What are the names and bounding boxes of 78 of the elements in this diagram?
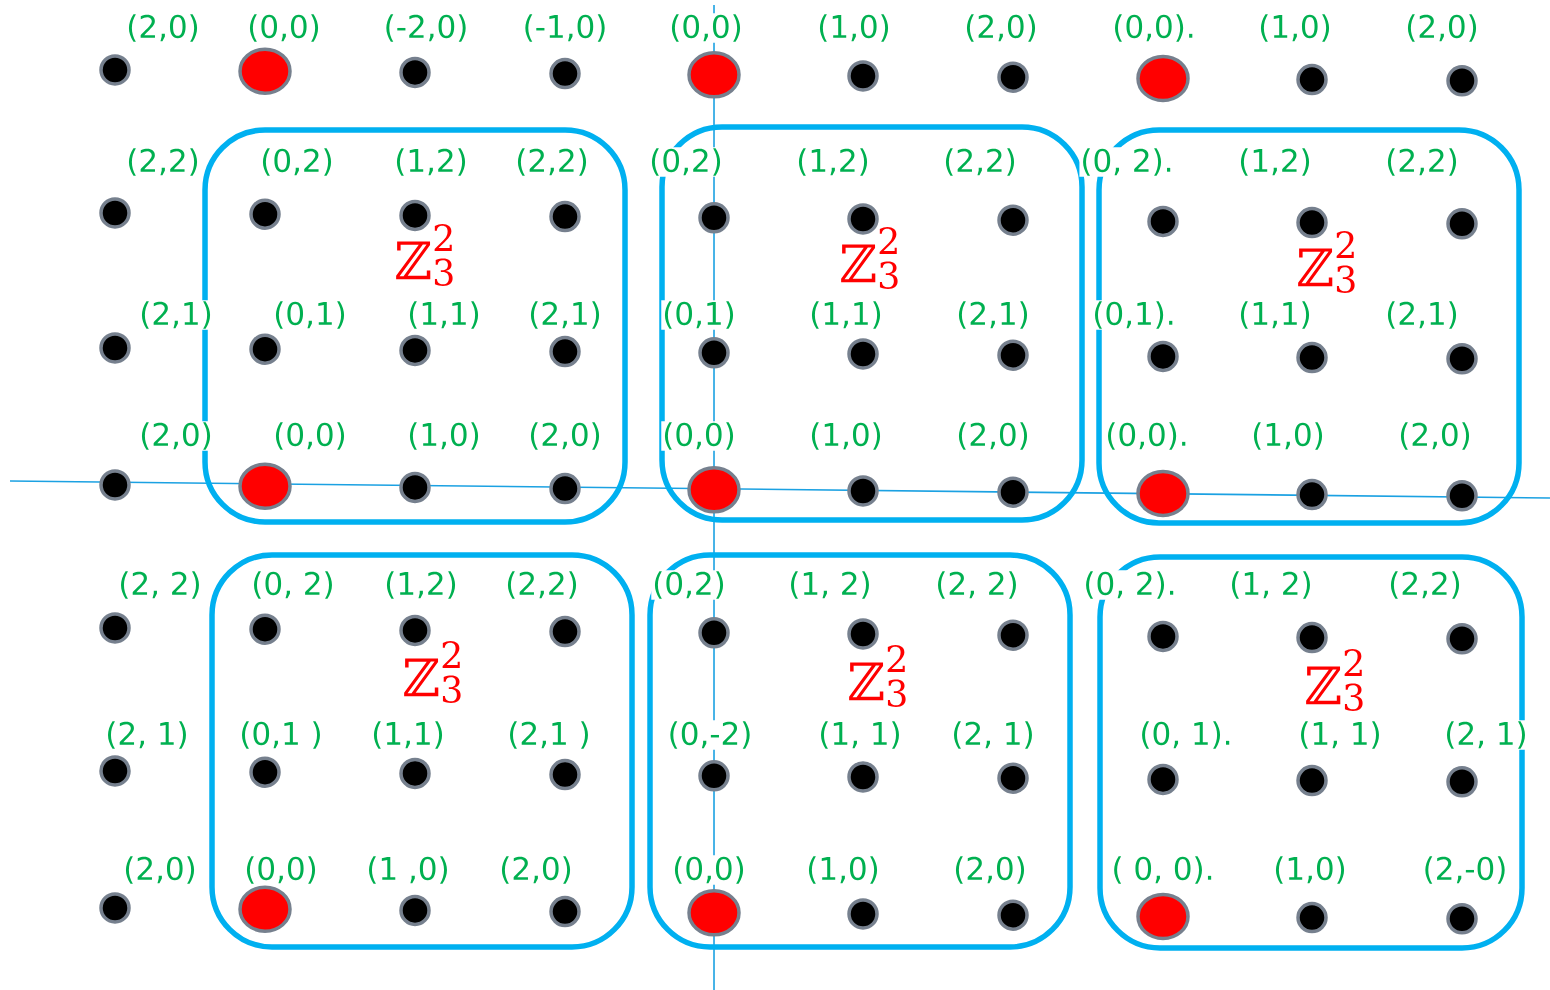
coordinate-label: (0,2) [259,147,335,177]
coordinate-label: ( 0, 0). [1110,855,1216,885]
coordinate-label: (2,0) [1397,421,1473,451]
coordinate-label: (2,2) [504,570,580,600]
coordinate-label: (1,1) [406,300,482,330]
coordinate-label: (0,0) [246,13,322,43]
coordinate-label: (1,1) [370,720,446,750]
coordinate-label: (0,0). [1111,13,1197,43]
coordinate-label: (2,0) [1404,13,1480,43]
coordinate-label: (2,2) [125,147,201,177]
coordinate-label: (0,0) [661,421,737,451]
coordinate-label: (2,0) [952,855,1028,885]
coordinate-label: (0,0). [1104,421,1190,451]
coordinate-label: (1,0) [805,855,881,885]
coordinate-label: (0,1) [661,300,737,330]
coordinate-label: (1,2) [393,147,469,177]
coordinate-label: (2,1 ) [506,720,592,750]
coordinate-label: (1, 2) [1228,570,1314,600]
set-symbol: $\text{ℤ}_{\text{3}}^{\text{2}}$ [1306,649,1363,711]
coordinate-label: (1,2) [795,147,871,177]
coordinate-label: (1,0) [1272,855,1348,885]
coordinate-label: (0,1). [1091,300,1177,330]
coordinate-label: (2, 2) [934,570,1020,600]
set-symbol: $\text{ℤ}_{\text{3}}^{\text{2}}$ [396,224,453,286]
coordinate-label: (2,2) [942,147,1018,177]
coordinate-label: (0,2) [648,147,724,177]
coordinate-label: (2,0) [963,13,1039,43]
coordinate-label: (0,0) [243,855,319,885]
set-symbol: $\text{ℤ}_{\text{3}}^{\text{2}}$ [1298,231,1355,293]
coordinate-label: (-2,0) [382,13,470,43]
coordinate-label: (1,1) [1237,300,1313,330]
coordinate-label: (2,1) [955,300,1031,330]
coordinate-label: (1,1) [808,300,884,330]
coordinate-label: (1,2) [383,570,459,600]
coordinate-label: (2,1) [1384,300,1460,330]
coordinate-label: (0,2) [651,570,727,600]
coordinate-label: (2,0) [122,855,198,885]
coordinate-label: (2,1) [527,300,603,330]
coordinate-label: (2, 1) [104,720,190,750]
coordinate-label: (1,0) [1250,421,1326,451]
set-symbol: $\text{ℤ}_{\text{3}}^{\text{2}}$ [849,645,906,707]
coordinate-label: (0,1 ) [238,720,324,750]
coordinate-label: (0,0) [671,855,747,885]
coordinate-label: (2, 1) [1443,720,1529,750]
coordinate-label: (1,0) [808,421,884,451]
coordinate-label: (-1,0) [521,13,609,43]
coordinate-label: (1,0) [1257,13,1333,43]
coordinate-label: (0, 1). [1138,720,1234,750]
coordinate-label: (2,2) [1384,147,1460,177]
set-symbol: $\text{ℤ}_{\text{3}}^{\text{2}}$ [841,227,898,289]
coordinate-label: (2,2) [514,147,590,177]
rounded-box [209,552,635,950]
coordinate-label: (0, 2). [1082,570,1178,600]
coordinate-label: (1 ,0) [365,855,451,885]
coordinate-label: (2,-0) [1421,855,1509,885]
coordinate-label: (0, 2) [250,570,336,600]
coordinate-label: (2, 1) [950,720,1036,750]
coordinate-label: (1, 1) [1297,720,1383,750]
coordinate-label: (2, 2) [117,570,203,600]
coordinate-label: (1,0) [406,421,482,451]
rounded-box [647,552,1073,950]
coordinate-label: (0, 2). [1079,147,1175,177]
coordinate-label: (0,1) [272,300,348,330]
coordinate-label: (2,0) [498,855,574,885]
coordinate-label: (1, 2) [787,570,873,600]
coordinate-label: (0,0) [668,13,744,43]
coordinate-label: (1,0) [816,13,892,43]
coordinate-label: (2,0) [955,421,1031,451]
coordinate-label: (2,1) [138,300,214,330]
coordinate-label: (0,-2) [666,720,754,750]
coordinate-label: (2,2) [1387,570,1463,600]
coordinate-label: (1, 1) [817,720,903,750]
coordinate-label: (1,2) [1237,147,1313,177]
set-symbol: $\text{ℤ}_{\text{3}}^{\text{2}}$ [404,641,461,703]
coordinate-label: (2,0) [138,421,214,451]
coordinate-label: (0,0) [272,421,348,451]
coordinate-label: (2,0) [527,421,603,451]
coordinate-label: (2,0) [125,13,201,43]
